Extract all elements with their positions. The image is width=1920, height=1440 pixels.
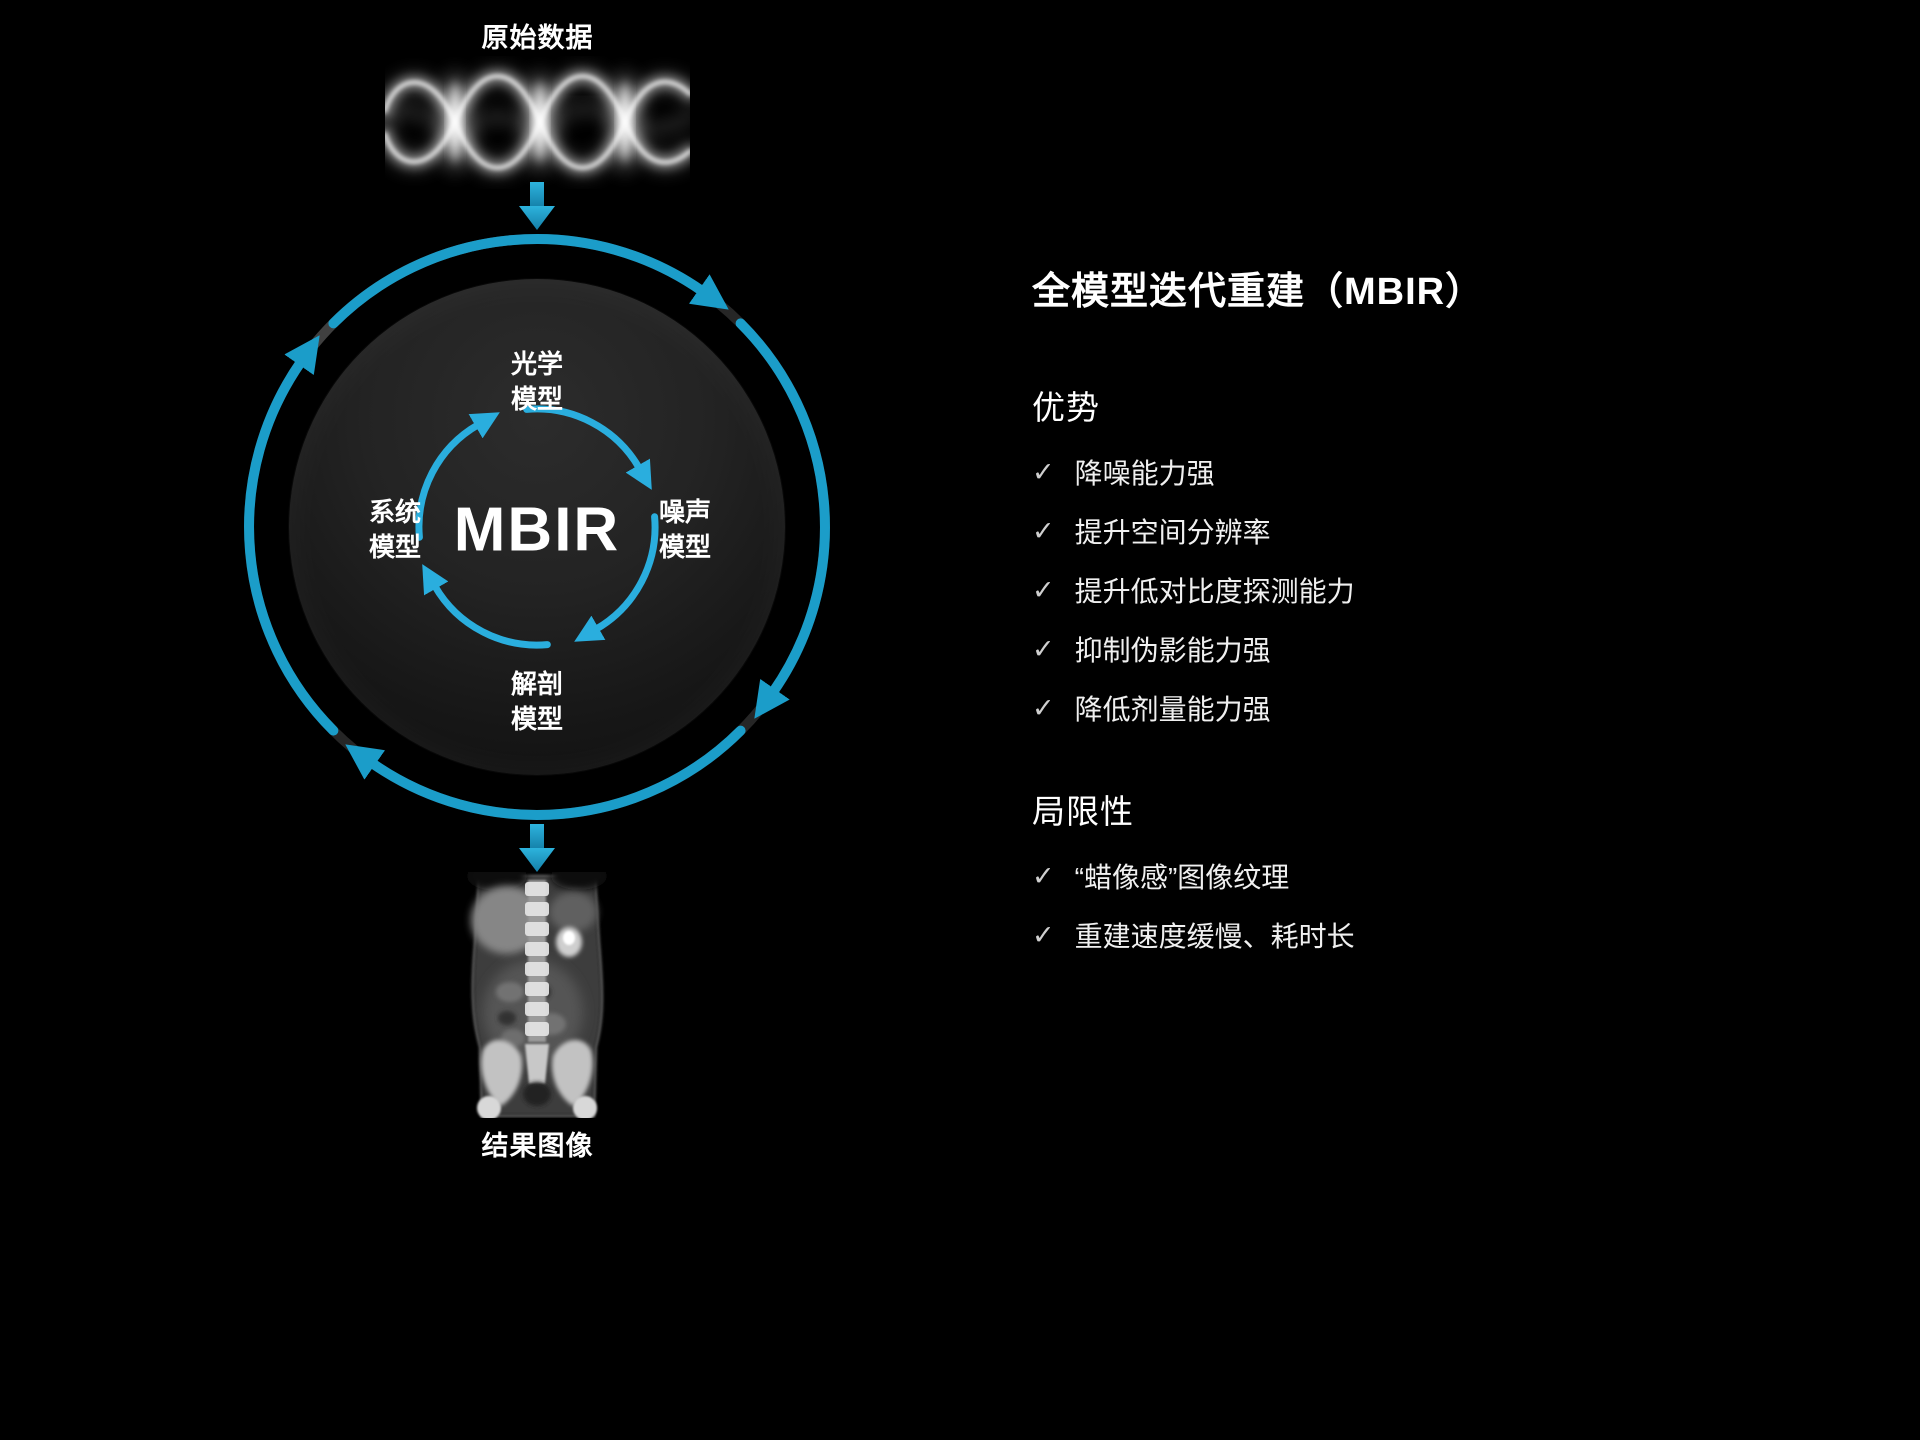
limitation-text: 重建速度缓慢、耗时长	[1074, 921, 1355, 952]
mbir-cycle-diagram: MBIR 光学 模型 噪声 模型 解剖 模型 系统 模型	[207, 197, 867, 857]
inner-arc-top	[523, 405, 652, 490]
model-label-system: 系统 模型	[369, 495, 421, 565]
panel-title: 全模型迭代重建（MBIR）	[1032, 271, 1485, 313]
inner-arc-bottom	[422, 564, 551, 649]
model-label-line: 模型	[510, 704, 564, 734]
model-label-line: 系统	[368, 496, 422, 527]
check-icon: ✓	[1032, 860, 1055, 891]
inner-arc-left	[415, 412, 500, 541]
mbir-circle-background	[289, 279, 785, 775]
check-icon: ✓	[1032, 574, 1055, 605]
advantage-item: ✓ 提升空间分辨率	[1032, 514, 1512, 548]
mbir-center-label: MBIR	[453, 495, 621, 565]
model-label-noise: 噪声 模型	[659, 495, 711, 565]
model-label-line: 模型	[510, 384, 564, 414]
advantage-item: ✓ 降噪能力强	[1032, 455, 1512, 489]
model-label-line: 模型	[368, 532, 422, 562]
outer-arc-bottom	[345, 725, 746, 820]
model-label-line: 模型	[658, 532, 712, 562]
inner-arc-right	[574, 513, 659, 642]
advantage-text: 提升空间分辨率	[1074, 517, 1271, 548]
advantage-text: 提升低对比度探测能力	[1074, 576, 1355, 607]
model-label-line: 光学	[510, 348, 564, 379]
advantage-text: 抑制伪影能力强	[1074, 635, 1271, 666]
model-label-line: 噪声	[658, 496, 712, 527]
flow-arrow-down-bottom-icon	[519, 824, 555, 872]
model-label-line: 解剖	[510, 668, 564, 699]
info-panel: 全模型迭代重建（MBIR） 优势 ✓ 降噪能力强 ✓ 提升空间分辨率 ✓ 提升低…	[1032, 260, 1512, 977]
check-icon: ✓	[1032, 515, 1055, 546]
advantage-text: 降低剂量能力强	[1074, 694, 1271, 725]
inner-cycle-arrows	[415, 405, 659, 649]
outer-arc-top	[328, 234, 729, 329]
model-label-optical: 光学 模型	[511, 347, 563, 417]
ct-result-image	[455, 861, 619, 1120]
check-icon: ✓	[1032, 456, 1055, 487]
limitations-heading: 局限性	[1032, 793, 1134, 830]
outer-arc-right	[735, 318, 830, 719]
raw-data-label: 原始数据	[481, 23, 594, 53]
limitation-item: ✓ “蜡像感”图像纹理	[1032, 859, 1512, 893]
cycle-track-highlight	[271, 235, 517, 411]
sinogram-art	[374, 56, 701, 189]
advantage-item: ✓ 降低剂量能力强	[1032, 691, 1512, 725]
advantage-item: ✓ 提升低对比度探测能力	[1032, 573, 1512, 607]
ct-art	[455, 861, 619, 1120]
check-icon: ✓	[1032, 919, 1055, 950]
check-icon: ✓	[1032, 633, 1055, 664]
flow-arrow-down-top-icon	[519, 182, 555, 230]
sinogram-image	[374, 56, 701, 189]
limitations-list: ✓ “蜡像感”图像纹理 ✓ 重建速度缓慢、耗时长	[1032, 859, 1512, 952]
advantages-list: ✓ 降噪能力强 ✓ 提升空间分辨率 ✓ 提升低对比度探测能力 ✓ 抑制伪影能力强…	[1032, 455, 1512, 725]
limitation-text: “蜡像感”图像纹理	[1074, 862, 1290, 893]
advantages-heading: 优势	[1032, 389, 1100, 426]
outer-cycle-arrows	[244, 234, 830, 820]
cycle-arrows-icon	[244, 234, 830, 820]
result-image-label: 结果图像	[481, 1131, 594, 1161]
check-icon: ✓	[1032, 692, 1055, 723]
down-arrow-art	[519, 182, 555, 230]
model-label-anatomy: 解剖 模型	[511, 667, 563, 737]
outer-arc-left	[244, 335, 339, 736]
limitation-item: ✓ 重建速度缓慢、耗时长	[1032, 918, 1512, 952]
advantage-item: ✓ 抑制伪影能力强	[1032, 632, 1512, 666]
down-arrow-art	[519, 824, 555, 872]
advantage-text: 降噪能力强	[1074, 458, 1215, 489]
